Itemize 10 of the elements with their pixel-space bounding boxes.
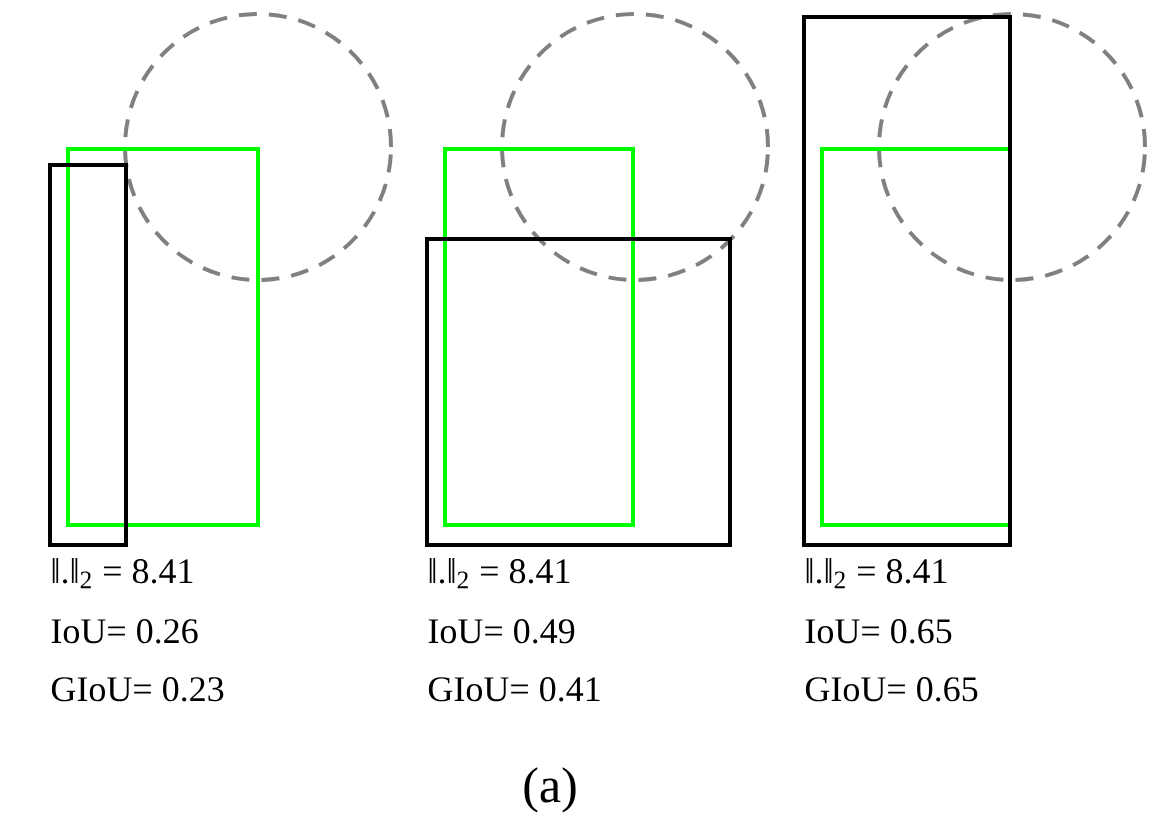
metric-label: IoU= 0.65 [805,619,952,644]
caption: (a) [524,767,576,813]
metric-label: GIoU= 0.65 [805,677,978,702]
metric-label: IoU= 0.49 [428,619,575,644]
metric-label: ‖.‖$_{2}$ = 8.41 [52,558,193,589]
metric-label: IoU= 0.26 [51,619,198,644]
metric-label: ‖.‖$_{2}$ = 8.41 [429,558,570,589]
metric-label: GIoU= 0.23 [51,677,224,702]
metric-label: GIoU= 0.41 [428,677,600,702]
metric-label: ‖.‖$_{2}$ = 8.41 [806,558,947,589]
